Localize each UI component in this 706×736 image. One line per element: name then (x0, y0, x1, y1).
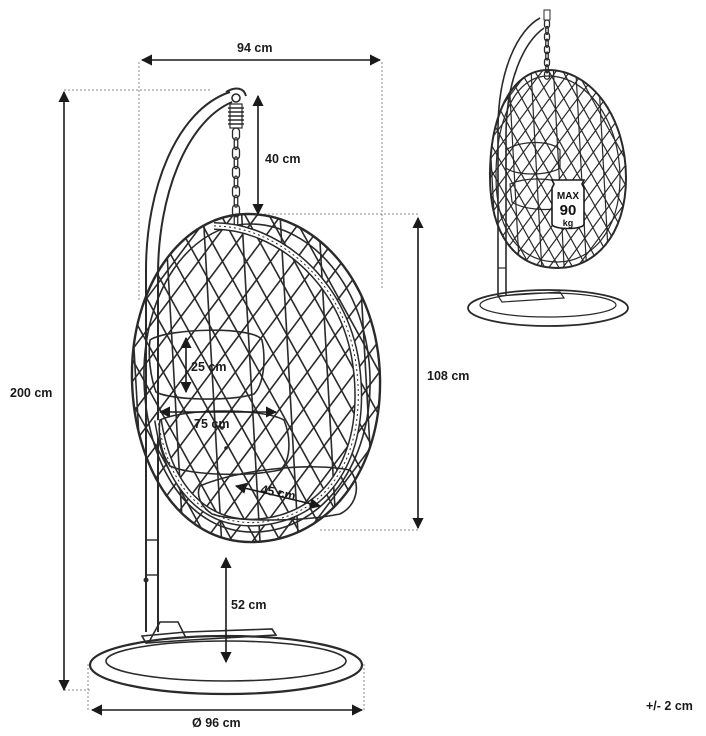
label-seat-depth: 45 cm (259, 482, 297, 503)
preview-base (467, 289, 629, 327)
label-width-top: 94 cm (237, 41, 272, 55)
max-load-unit: kg (563, 218, 574, 228)
dimension-arrows (58, 54, 424, 716)
max-load-label: MAX (557, 191, 580, 202)
preview-chain (543, 9, 551, 80)
max-load-value: 90 (560, 202, 577, 219)
label-backrest-height: 25 cm (191, 360, 226, 374)
label-height-total: 200 cm (10, 386, 52, 400)
label-chair-height: 108 cm (427, 369, 469, 383)
label-seat-width: 75 cm (194, 417, 229, 431)
label-ground-clearance: 52 cm (231, 598, 266, 612)
tolerance-note: +/- 2 cm (646, 699, 693, 713)
preview-egg-frame (488, 68, 628, 270)
label-chain-length: 40 cm (265, 152, 300, 166)
max-load-badge: MAX 90 kg (550, 179, 586, 230)
dimension-labels: 94 cm 200 cm 40 cm 108 cm 25 cm 75 cm 45… (8, 40, 469, 732)
label-base-diameter: Ø 96 cm (192, 716, 241, 730)
guide-lines (64, 62, 420, 710)
preview-chair-drawing: MAX 90 kg (467, 9, 629, 327)
hanging-chain (228, 93, 244, 228)
egg-chair-frame (130, 212, 382, 544)
chair-stand (143, 87, 247, 632)
preview-stand (497, 17, 545, 296)
